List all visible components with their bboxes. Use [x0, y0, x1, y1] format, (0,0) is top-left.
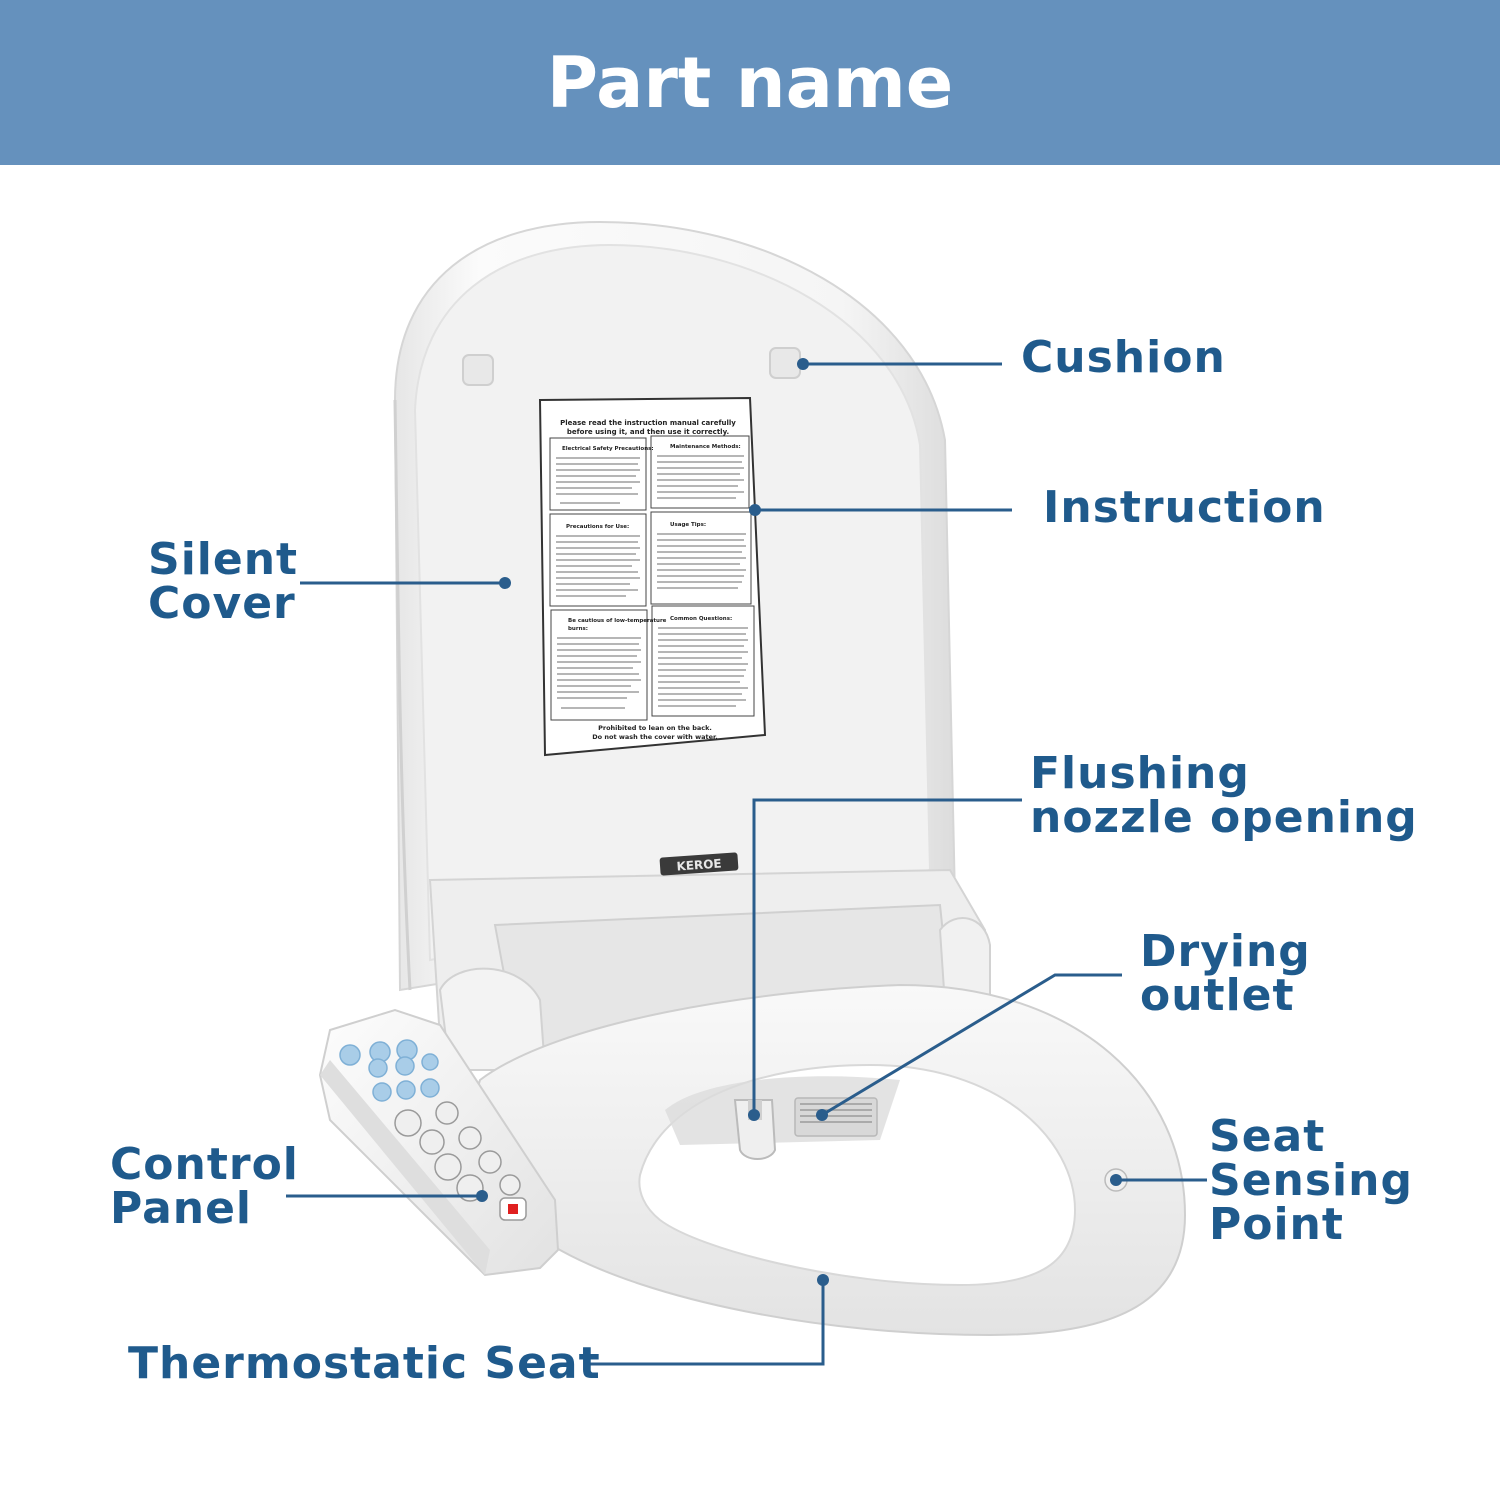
leader-drying-outlet	[821, 973, 1122, 1117]
page-title: Part name	[546, 41, 954, 124]
label-control-panel: Control Panel	[110, 1143, 299, 1231]
sheet-footer-2: Do not wash the cover with water.	[592, 733, 717, 741]
panel-buttons-white	[394, 1101, 521, 1202]
seat-ring	[472, 983, 1187, 1337]
label-flushing-line1: Flushing	[1030, 748, 1250, 799]
brand-logo: KEROE	[676, 856, 722, 873]
brand-plate: KEROE	[659, 852, 739, 876]
label-control-panel-line2: Panel	[110, 1183, 253, 1234]
panel-buttons-blue	[339, 1039, 440, 1102]
label-control-panel-line1: Control	[110, 1139, 299, 1190]
label-seat-sensing-line3: Point	[1209, 1199, 1344, 1250]
label-drying-line2: outlet	[1140, 970, 1295, 1021]
sheet-section-usage: Usage Tips:	[670, 522, 706, 528]
label-seat-sensing-line2: Sensing	[1209, 1155, 1413, 1206]
leader-flushing-nozzle	[752, 798, 1022, 1115]
label-flushing-line2: nozzle opening	[1030, 792, 1418, 843]
label-drying-line1: Drying	[1140, 926, 1311, 977]
label-drying-outlet: Drying outlet	[1140, 930, 1311, 1018]
sheet-footer-1: Prohibited to lean on the back.	[598, 724, 712, 732]
sheet-section-precautions: Precautions for Use:	[566, 524, 629, 530]
leader-lines	[286, 362, 1207, 1366]
label-silent-cover-line1: Silent	[148, 534, 299, 585]
sheet-section-electrical: Electrical Safety Precautions:	[562, 446, 654, 452]
sheet-header-2: before using it, and then use it correct…	[567, 428, 729, 436]
sheet-section-questions: Common Questions:	[670, 616, 732, 622]
sheet-header-1: Please read the instruction manual caref…	[560, 419, 736, 427]
sheet-section-burns-1: Be cautious of low-temperature	[568, 618, 667, 624]
stop-button-icon	[508, 1204, 518, 1214]
instruction-sheet: Please read the instruction manual caref…	[538, 396, 767, 757]
leader-thermostatic-seat	[585, 1280, 825, 1366]
label-cushion: Cushion	[1021, 332, 1226, 383]
label-flushing-nozzle: Flushing nozzle opening	[1030, 752, 1418, 840]
label-silent-cover-line2: Cover	[148, 578, 296, 629]
sheet-section-maintenance: Maintenance Methods:	[670, 444, 741, 450]
leader-dots	[476, 358, 1122, 1286]
label-instruction: Instruction	[1043, 482, 1326, 533]
label-thermostatic-seat: Thermostatic Seat	[128, 1338, 601, 1389]
drying-outlet-grille	[794, 1097, 878, 1137]
label-seat-sensing: Seat Sensing Point	[1209, 1115, 1413, 1247]
sheet-section-burns-2: burns:	[568, 626, 588, 632]
control-panel-device	[318, 1008, 560, 1277]
label-silent-cover: Silent Cover	[148, 538, 298, 626]
sheet-fine-print	[556, 455, 748, 709]
title-banner: Part name	[0, 0, 1500, 165]
label-seat-sensing-line1: Seat	[1209, 1111, 1326, 1162]
